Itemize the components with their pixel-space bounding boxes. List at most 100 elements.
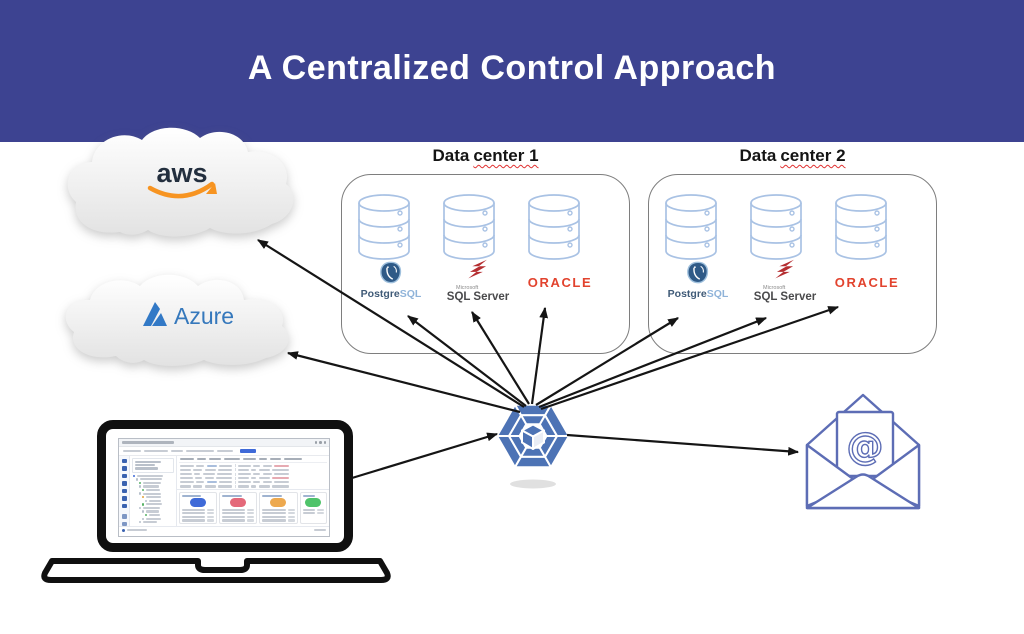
postgresql-logo: PostgreSQL [661,261,735,300]
screen-decoration [136,474,163,477]
tree-row [132,488,174,492]
screen-decoration [204,468,216,472]
app-titlebar [119,439,329,447]
card-row [182,515,215,518]
aws-smile-tip-icon [206,183,217,194]
screen-decoration [144,449,168,453]
grid-row [179,476,327,480]
slide-title: A Centralized Control Approach [247,48,777,87]
app-data-grid [177,456,329,491]
screen-decoration [259,458,267,461]
laptop-base [41,558,391,583]
screen-decoration [272,468,290,472]
screen-decoration [182,519,206,522]
screen-decoration [196,481,205,484]
tree-node-icon [145,513,148,517]
screen-decoration [139,478,162,481]
postgresql-logo: PostgreSQL [354,261,428,300]
screen-decoration [317,508,325,511]
tree-node-icon [139,485,142,488]
screen-decoration [142,485,159,488]
screen-decoration [237,485,249,488]
screen-decoration [272,485,290,488]
rail-icon [121,473,127,479]
aws-cloud: aws [67,127,294,237]
screen-decoration [287,512,295,515]
summary-card [259,492,298,524]
tree-node-icon [139,481,142,485]
screen-decoration [218,485,233,488]
screen-decoration [253,481,261,484]
screen-decoration [302,508,316,511]
screen-decoration [262,512,286,515]
datacenter-2-box: PostgreSQL Microsoft SQL Server ORACLE [648,174,937,354]
app-toolbar [119,447,329,456]
central-hub-hexagon-icon [496,403,570,489]
screen-decoration [180,473,192,476]
screen-decoration [237,481,251,484]
database-cylinder-icon [528,194,580,260]
screen-decoration [135,467,158,470]
card-status-badge [305,498,322,508]
tree-row [132,474,174,477]
screen-decoration [135,461,161,464]
screen-decoration [180,468,191,472]
database-cylinder-icon [665,194,717,260]
sqlserver-logo: Microsoft SQL Server [441,259,515,303]
sqlserver-swoosh-icon [468,259,487,279]
screen-decoration [284,458,302,461]
screen-decoration [302,512,316,515]
screen-decoration [222,519,246,522]
datacenter-1-box: PostgreSQL Microsoft SQL Server ORACLE [341,174,630,354]
screen-decoration [182,515,206,518]
window-control-dot [314,441,317,444]
screen-decoration [207,519,215,522]
screen-decoration [180,481,194,484]
screen-decoration [206,481,217,484]
oracle-logo: ORACLE [834,275,900,290]
screen-decoration [262,515,286,518]
screen-decoration [274,481,290,484]
screen-decoration [262,464,272,467]
tree-node-icon [139,492,142,495]
toolbar-accent-chip [240,449,256,453]
screen-decoration [180,464,194,467]
screen-decoration [274,464,290,467]
azure-cloud: Azure [65,274,289,366]
rail-icon [121,488,127,494]
screen-decoration [234,472,236,476]
card-row [262,515,295,518]
arrow-laptop-to-hub [351,432,499,480]
sqlserver-label: SQL Server [446,291,510,303]
tree-row [132,485,174,488]
azure-logo-icon [143,302,167,326]
screen-decoration [194,473,201,476]
screen-decoration [251,477,257,480]
rail-icon [121,521,127,526]
card-row [222,508,255,511]
database-cylinder-icon [835,194,887,260]
laptop-screen-app [118,438,330,537]
screen-decoration [204,485,216,488]
tree-node-icon [133,474,136,477]
screen-decoration [127,528,147,532]
screen-decoration [180,477,193,480]
card-row [182,512,215,515]
screen-decoration [262,473,272,476]
screen-decoration [234,476,236,480]
screen-decoration [251,485,257,488]
tree-node-icon [139,521,142,524]
screen-decoration [202,473,215,476]
card-status-badge [270,498,287,508]
grid-row [179,472,327,476]
tree-node-icon [142,517,145,520]
dc2-label-prefix: Data [739,146,777,165]
rail-icon [121,466,127,471]
screen-decoration [247,515,255,518]
dc1-label-prefix: Data [432,146,470,165]
tree-row [132,503,174,506]
screen-decoration [219,481,233,484]
screen-decoration [217,473,233,476]
